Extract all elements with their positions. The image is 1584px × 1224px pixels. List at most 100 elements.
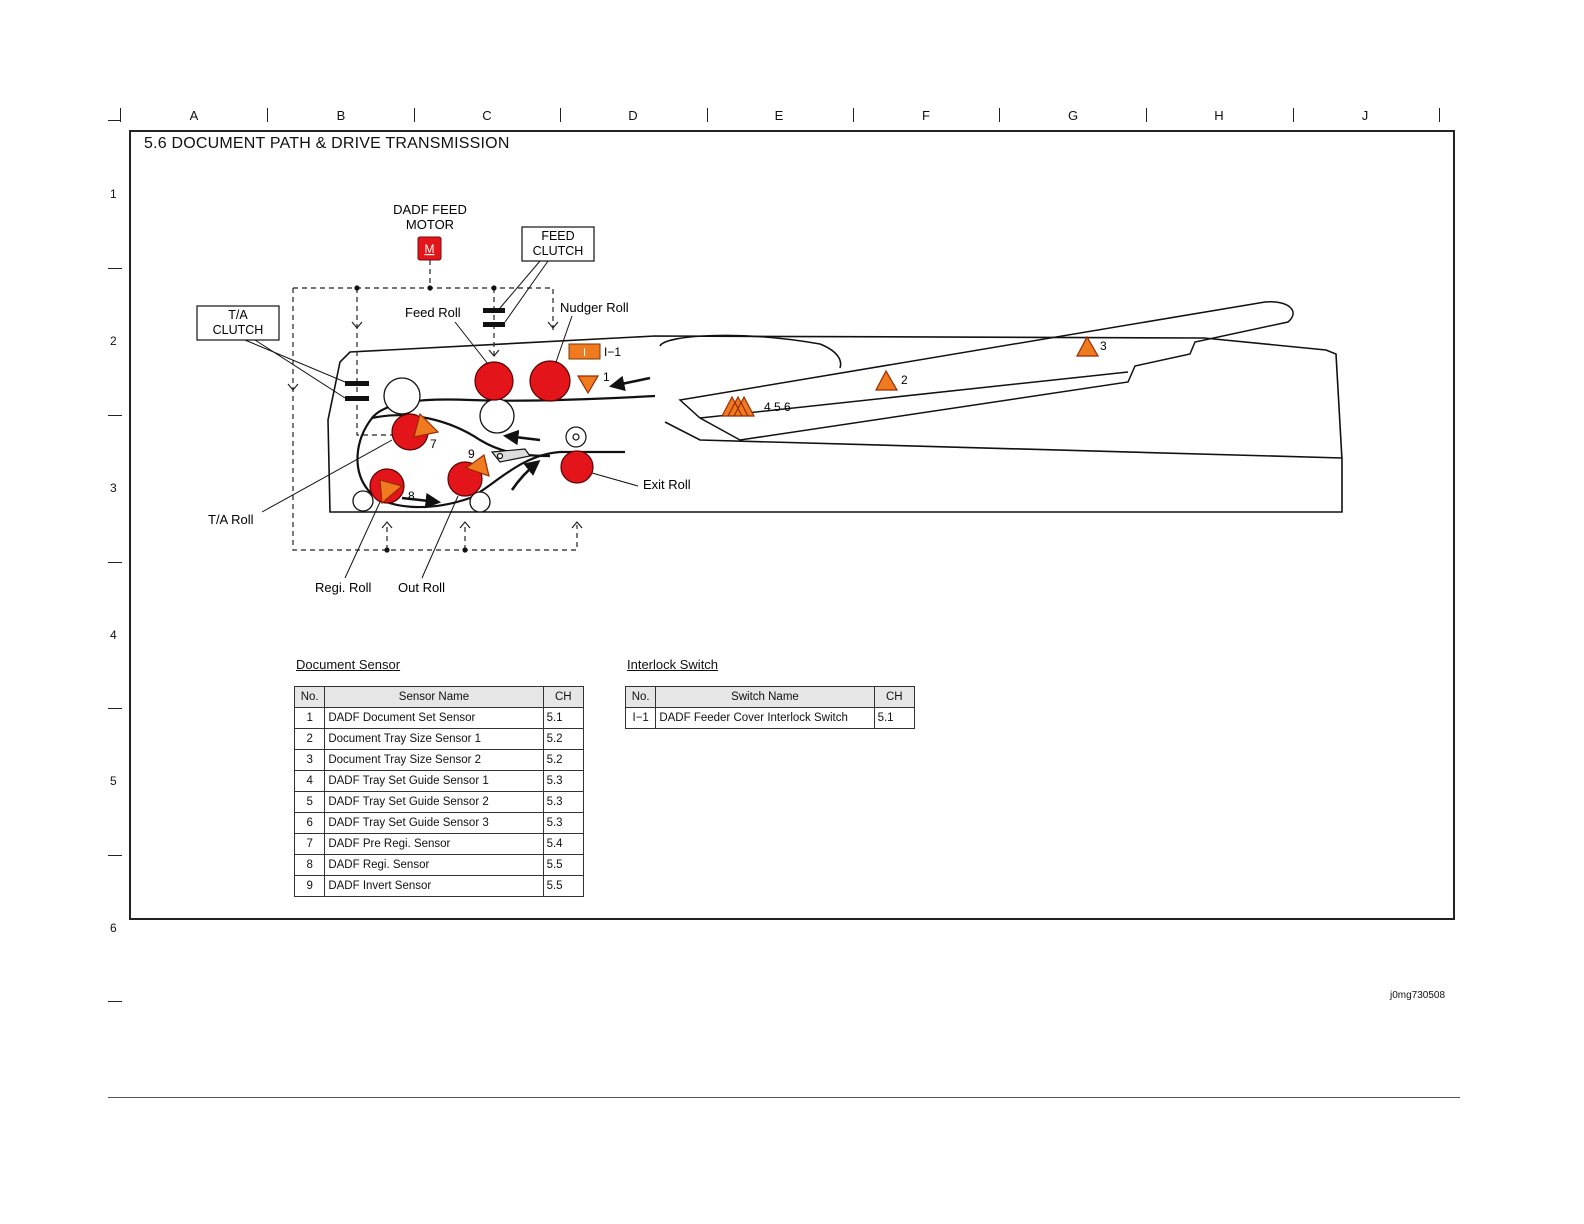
sensor-ch: 5.3 xyxy=(542,812,585,834)
column-tick xyxy=(414,108,415,122)
exit-roll xyxy=(560,450,594,484)
column-tick xyxy=(1293,108,1294,122)
row-tick xyxy=(108,268,122,269)
sensor-no: 9 xyxy=(293,875,326,897)
ta-clutch-symbol xyxy=(345,381,369,401)
feed-roll-leader xyxy=(454,321,489,365)
sensor-no: 1 xyxy=(293,707,326,729)
sensor-name: DADF Tray Set Guide Sensor 1 xyxy=(324,770,544,792)
dadf-feed-motor-label: DADF FEED xyxy=(393,202,467,217)
column-tick xyxy=(1439,108,1440,122)
drive-rolls xyxy=(369,360,594,504)
sensor-ch: 5.3 xyxy=(542,791,585,813)
sensor-2-label: 2 xyxy=(901,373,908,387)
regi-roll-leader xyxy=(344,501,381,579)
sensor-7-icon xyxy=(413,412,440,438)
sensor-name: Document Tray Size Sensor 1 xyxy=(324,728,544,750)
document-tray xyxy=(678,301,1294,441)
idler-rolls xyxy=(352,377,515,513)
row-label: 6 xyxy=(110,921,117,935)
sensor-8-icon xyxy=(379,479,404,505)
column-tick xyxy=(707,108,708,122)
column-label: A xyxy=(189,108,199,123)
row-label: 4 xyxy=(110,628,117,642)
sensor-ch: 5.3 xyxy=(542,770,585,792)
feed-clutch-label-2: CLUTCH xyxy=(533,244,584,258)
drive-junction-dots xyxy=(354,285,497,553)
column-tick xyxy=(999,108,1000,122)
page-title: 5.6 DOCUMENT PATH & DRIVE TRANSMISSION xyxy=(144,135,510,152)
sensor-name: DADF Tray Set Guide Sensor 2 xyxy=(324,791,544,813)
column-tick xyxy=(1146,108,1147,122)
column-label: D xyxy=(628,108,638,123)
row-label: 3 xyxy=(110,481,117,495)
row-label: 1 xyxy=(110,187,117,201)
sensor-8-label: 8 xyxy=(408,489,415,503)
column-header: Switch Name xyxy=(655,686,875,708)
sensor-3-icon xyxy=(1076,335,1100,357)
sensor-no: 5 xyxy=(293,791,326,813)
sensor-no: 8 xyxy=(293,854,326,876)
row-tick xyxy=(108,708,122,709)
dadf-body-outline xyxy=(327,334,1343,513)
interlock-marker-label: I−1 xyxy=(604,345,621,359)
nudger-roll-leader xyxy=(555,315,573,363)
feed-clutch-symbol xyxy=(483,308,505,327)
grid-corner-tick-v xyxy=(120,108,121,122)
figure-id: j0mg730508 xyxy=(1390,990,1446,1001)
exit-roll-leader xyxy=(591,472,639,487)
sensor-no: 7 xyxy=(293,833,326,855)
nudger-roll-label: Nudger Roll xyxy=(560,300,629,315)
motor-symbol: M xyxy=(425,242,435,256)
sensor-no: 2 xyxy=(293,728,326,750)
column-header: Sensor Name xyxy=(324,686,544,708)
sensor-name: DADF Pre Regi. Sensor xyxy=(324,833,544,855)
ta-roll-label: T/A Roll xyxy=(208,512,254,527)
sensor-2-icon xyxy=(875,369,899,391)
sensor-name: DADF Regi. Sensor xyxy=(324,854,544,876)
column-label: H xyxy=(1214,108,1224,123)
sensor-markers xyxy=(379,335,1100,505)
column-label: B xyxy=(336,108,346,123)
sensor-ch: 5.5 xyxy=(542,875,585,897)
column-header: CH xyxy=(542,686,585,708)
drive-direction-arrows xyxy=(287,321,583,529)
column-header: CH xyxy=(873,686,916,708)
sensor-456-label: 4 5 6 xyxy=(764,400,791,414)
sensor-7-label: 7 xyxy=(430,437,437,451)
row-tick xyxy=(108,1001,122,1002)
ta-clutch-label: T/A xyxy=(228,308,248,322)
sensor-no: 3 xyxy=(293,749,326,771)
out-roll-leader xyxy=(421,495,459,579)
exit-roll-label: Exit Roll xyxy=(643,477,691,492)
drive-transmission-lines xyxy=(292,260,578,551)
column-header: No. xyxy=(624,686,657,708)
sensor-ch: 5.4 xyxy=(542,833,585,855)
column-label: J xyxy=(1361,108,1369,123)
column-label: G xyxy=(1067,108,1079,123)
row-tick xyxy=(108,415,122,416)
ta-clutch-leader xyxy=(244,339,346,399)
switch-name: DADF Feeder Cover Interlock Switch xyxy=(655,707,875,729)
sensor-1-label: 1 xyxy=(603,370,610,384)
out-roll-label: Out Roll xyxy=(398,580,445,595)
ta-roll-leader xyxy=(261,439,393,513)
sensor-ch: 5.5 xyxy=(542,854,585,876)
row-label: 2 xyxy=(110,334,117,348)
sensor-no: 6 xyxy=(293,812,326,834)
row-label: 5 xyxy=(110,774,117,788)
sensor-name: DADF Invert Sensor xyxy=(324,875,544,897)
column-label: F xyxy=(922,108,930,123)
column-header: No. xyxy=(293,686,326,708)
sensor-ch: 5.1 xyxy=(542,707,585,729)
